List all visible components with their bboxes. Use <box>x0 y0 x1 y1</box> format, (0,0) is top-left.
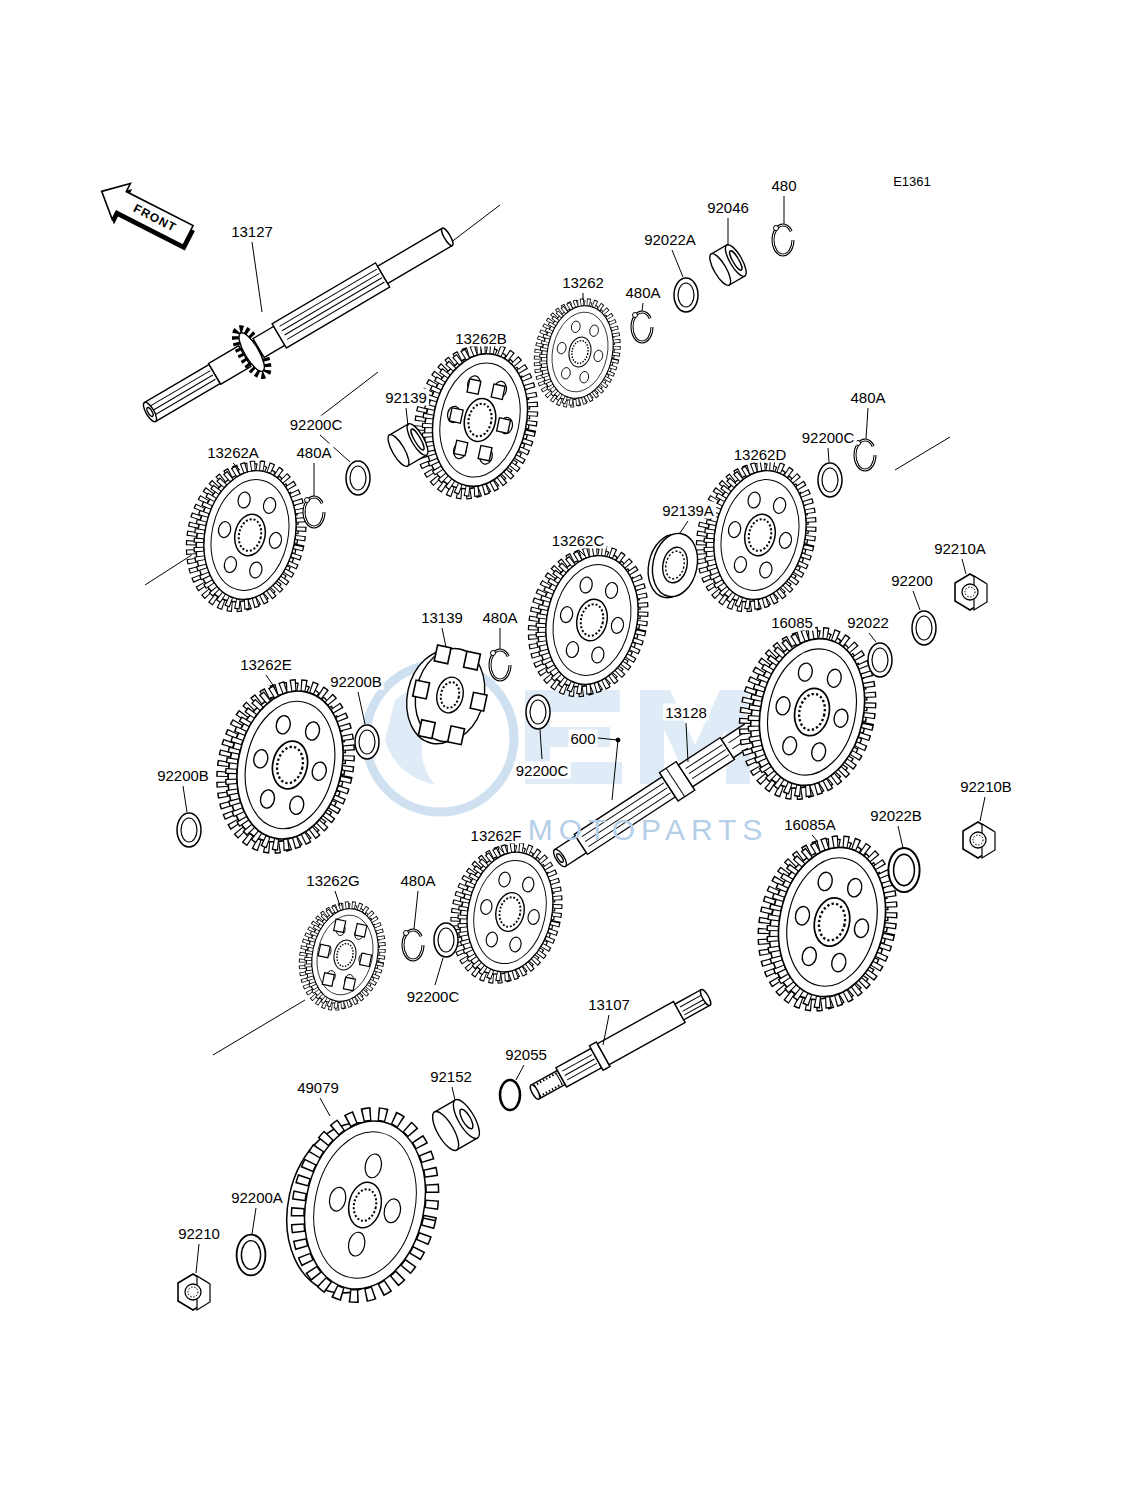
front-arrow <box>91 174 201 259</box>
gear <box>689 455 824 618</box>
diagram-code: E1361 <box>891 174 933 189</box>
callout-number: 92200C <box>288 416 345 433</box>
callout-number: 92022B <box>868 807 924 824</box>
callout-number: 480A <box>398 872 437 889</box>
output-shaft <box>526 984 715 1106</box>
callout-number: 16085A <box>782 816 838 833</box>
callout-number: 92200 <box>889 572 935 589</box>
callout-number: 480A <box>623 284 662 301</box>
callout-number: 13128 <box>663 704 709 721</box>
gear <box>529 294 626 411</box>
callout-number: 13127 <box>229 223 275 240</box>
callout-number: 13262E <box>238 656 294 673</box>
callout-number: 13262F <box>469 827 524 844</box>
gear <box>749 829 905 1018</box>
callout-number: 13262 <box>560 274 606 291</box>
callout-number: 92200C <box>405 988 462 1005</box>
sprocket <box>272 1099 449 1309</box>
hub <box>398 640 495 752</box>
callout-number: 92200B <box>155 767 211 784</box>
small-parts <box>177 225 995 1310</box>
callout-number: 600 <box>568 730 597 747</box>
leader-600 <box>598 738 620 800</box>
gear <box>444 837 569 989</box>
gear-dogs <box>313 917 378 993</box>
callout-number: 92139A <box>660 502 716 519</box>
callout-number: 480A <box>294 444 333 461</box>
callout-number: 480A <box>848 389 887 406</box>
callout-number: 13262D <box>732 446 789 463</box>
gear <box>208 673 363 861</box>
gear <box>521 540 656 703</box>
gear <box>731 620 884 806</box>
guide-lines <box>145 205 950 1055</box>
callout-number: 92022A <box>642 231 698 248</box>
callout-number: 92046 <box>705 199 751 216</box>
callout-number: 13139 <box>419 609 465 626</box>
callout-number: 13262G <box>304 872 361 889</box>
callout-number: 13262A <box>205 444 261 461</box>
callout-number: 92200A <box>229 1189 285 1206</box>
callout-number: 480 <box>769 177 798 194</box>
gear <box>179 455 314 618</box>
bearings <box>384 242 750 1154</box>
callout-number: 92022 <box>845 614 891 631</box>
callout-number: 92139 <box>383 389 429 406</box>
callout-number: 49079 <box>295 1079 341 1096</box>
gear <box>294 897 391 1014</box>
callout-number: 16085 <box>769 614 815 631</box>
callout-number: 92200B <box>328 673 384 690</box>
callout-number: 92210 <box>176 1225 222 1242</box>
callout-number: 92200C <box>514 762 571 779</box>
leader-lines <box>183 196 985 1273</box>
main-shaft <box>133 213 463 436</box>
callout-number: 92200C <box>800 429 857 446</box>
callout-number: 13262B <box>453 330 509 347</box>
callout-number: 480A <box>480 609 519 626</box>
watermark: MOTOPARTS <box>526 814 771 846</box>
callout-number: 92210A <box>932 540 988 557</box>
gear <box>407 337 546 505</box>
callout-number: 92152 <box>428 1068 474 1085</box>
gear-dogs <box>443 377 517 464</box>
callout-number: 13107 <box>586 996 632 1013</box>
callout-number: 13262C <box>550 532 607 549</box>
callout-number: 92055 <box>503 1046 549 1063</box>
callout-number: 92210B <box>958 778 1014 795</box>
arrow-text: FRONT <box>129 200 180 235</box>
